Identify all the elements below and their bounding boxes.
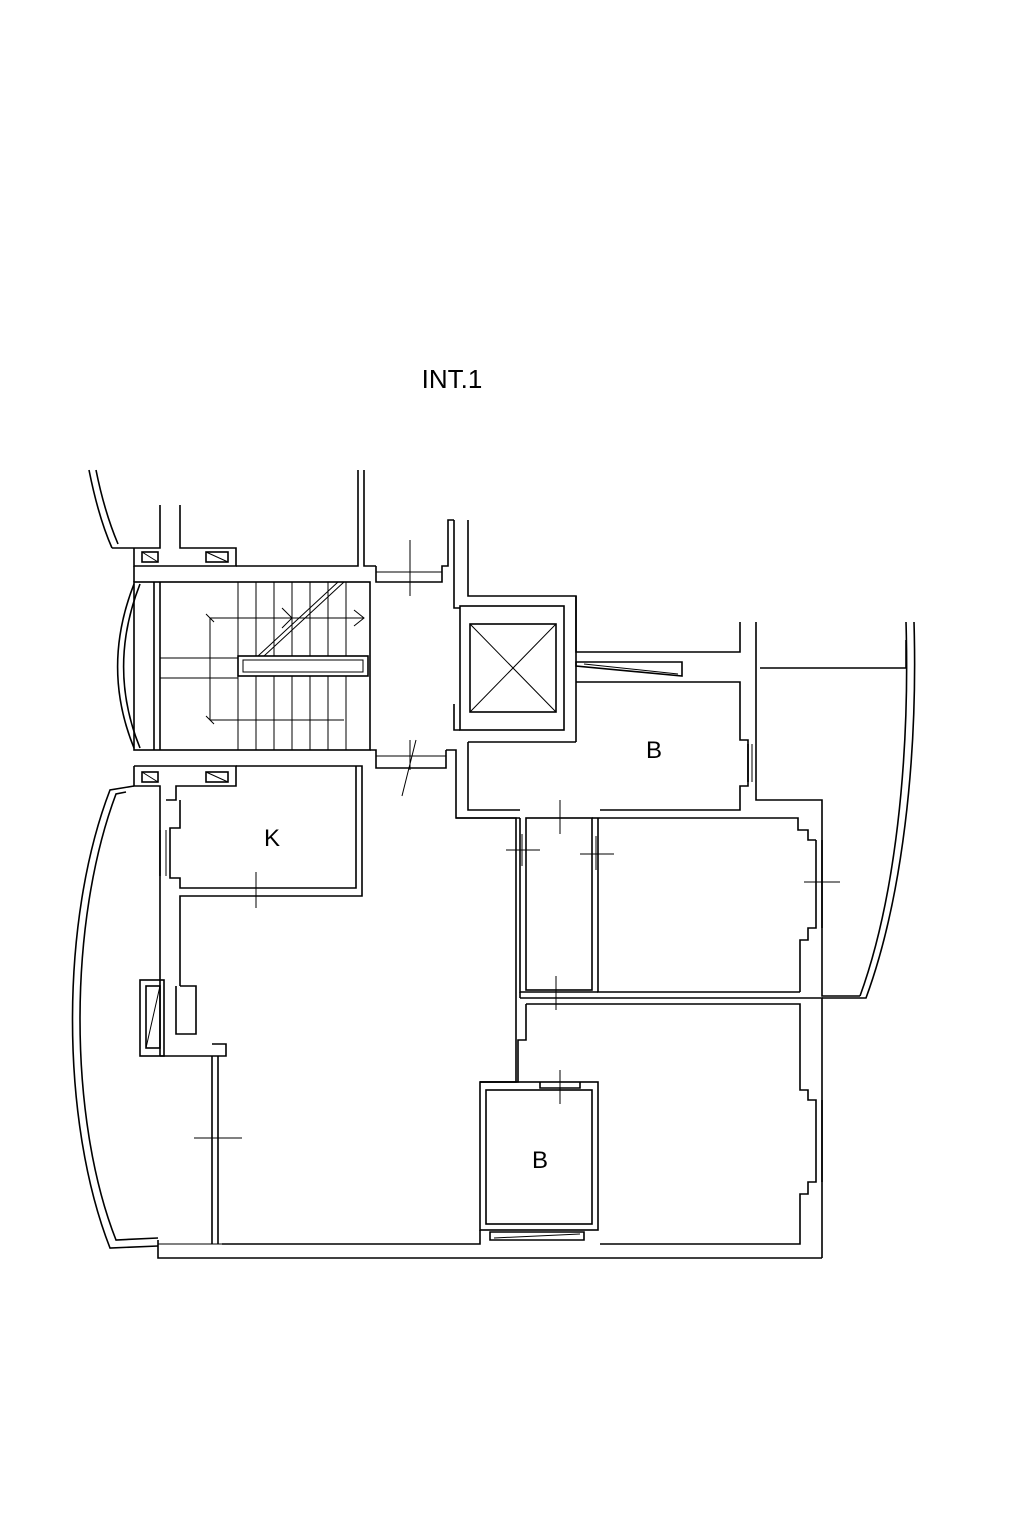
living-area: [71, 785, 822, 1259]
plan-title: INT.1: [422, 364, 483, 394]
landing: [370, 519, 454, 797]
corridor: [506, 800, 614, 1010]
stair-treads-upper: [237, 582, 347, 656]
top-left-walls: [88, 469, 376, 567]
room-label-bath-upper: B: [646, 737, 662, 764]
right-balcony: [755, 621, 916, 999]
stair-treads-lower: [237, 676, 347, 750]
room-label-kitchen: K: [264, 825, 280, 852]
lower-bathroom: B: [479, 1070, 599, 1241]
bedroom-lower: [480, 997, 823, 1258]
room-label-bath-lower: B: [532, 1147, 548, 1174]
upper-bathroom: B: [467, 596, 753, 811]
staircase: [116, 566, 371, 751]
elevator: [446, 520, 577, 819]
bedroom-upper: [597, 817, 840, 993]
stair-arrow: [205, 607, 365, 725]
kitchen: K: [133, 765, 363, 1056]
